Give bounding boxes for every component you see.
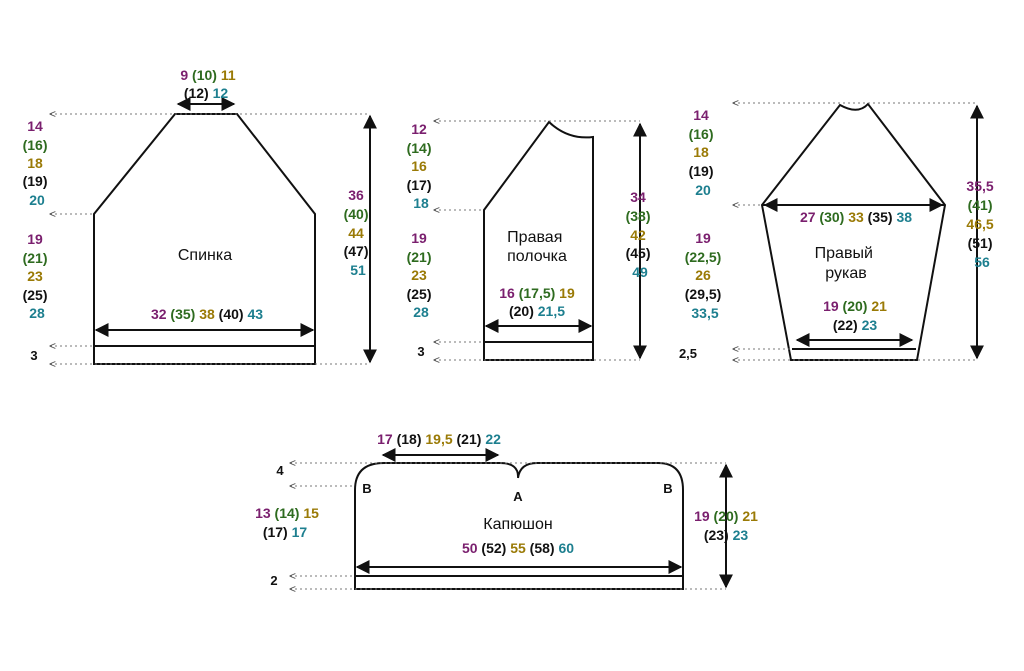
sleeve-title: Правый рукав <box>815 245 878 282</box>
back-outline <box>93 113 316 365</box>
hood-outline <box>354 462 684 590</box>
hood-piece: Капюшон A B B 17 (18) 19,5 (21) 22 13 (1… <box>255 431 758 589</box>
back-neck-label-b: (12) 12 <box>184 85 229 101</box>
front-piece: Правая полочка 12 (14) 16 (17) 18 19 (21… <box>407 121 655 360</box>
front-length-labels: 34 (38) 42 (45) 49 <box>626 189 655 280</box>
sleeve-piece: Правый рукав 14 (16) 18 (19) 20 19 (22,5… <box>679 102 997 361</box>
front-side-labels: 19 (21) 23 (25) 28 <box>407 230 436 320</box>
back-width-label: 32 (35) 38 (40) 43 <box>151 306 263 322</box>
sleeve-rib-label: 2,5 <box>679 346 697 361</box>
sleeve-cap-labels: 14 (16) 18 (19) 20 <box>689 107 718 198</box>
sleeve-cuff-label-a: 19 (20) 21 <box>823 298 887 314</box>
hood-right-label-a: 19 (20) 21 <box>694 508 758 524</box>
sleeve-outline <box>760 102 947 361</box>
hood-title: Капюшон <box>483 516 552 533</box>
back-piece: Спинка 9 (10) 11 (12) 12 14 (16) 18 (19)… <box>23 67 377 365</box>
back-shoulder-labels: 14 (16) 18 (19) 20 <box>23 118 52 208</box>
sleeve-top-width-label: 27 (30) 33 (35) 38 <box>800 209 912 225</box>
sleeve-cuff-label-b: (22) 23 <box>833 317 878 333</box>
back-title: Спинка <box>178 247 232 264</box>
hood-point-b-left: B <box>362 481 371 496</box>
front-rib-label: 3 <box>417 344 424 359</box>
hood-top-label: 17 (18) 19,5 (21) 22 <box>377 431 501 447</box>
front-title: Правая полочка <box>507 229 567 265</box>
back-length-labels: 36 (40) 44 (47) 51 <box>344 187 373 278</box>
hood-point-a: A <box>513 489 523 504</box>
front-width-label-a: 16 (17,5) 19 <box>499 285 575 301</box>
back-side-labels: 19 (21) 23 (25) 28 <box>23 231 52 321</box>
front-width-label-b: (20) 21,5 <box>509 303 565 319</box>
hood-rib-label: 2 <box>270 573 277 588</box>
hood-height-label-b: (17) 17 <box>263 524 308 540</box>
hood-right-label-b: (23) 23 <box>704 527 749 543</box>
sleeve-side-labels: 19 (22,5) 26 (29,5) 33,5 <box>685 230 725 321</box>
back-rib-label: 3 <box>30 348 37 363</box>
hood-width-label: 50 (52) 55 (58) 60 <box>462 540 574 556</box>
back-neck-label-a: 9 (10) 11 <box>180 67 235 83</box>
hood-point-b-right: B <box>663 481 672 496</box>
hood-band-label: 4 <box>276 463 284 478</box>
front-shoulder-labels: 12 (14) 16 (17) 18 <box>407 121 436 211</box>
hood-height-label-a: 13 (14) 15 <box>255 505 319 521</box>
sleeve-length-labels: 35,5 (41) 46,5 (51) 56 <box>966 178 997 270</box>
